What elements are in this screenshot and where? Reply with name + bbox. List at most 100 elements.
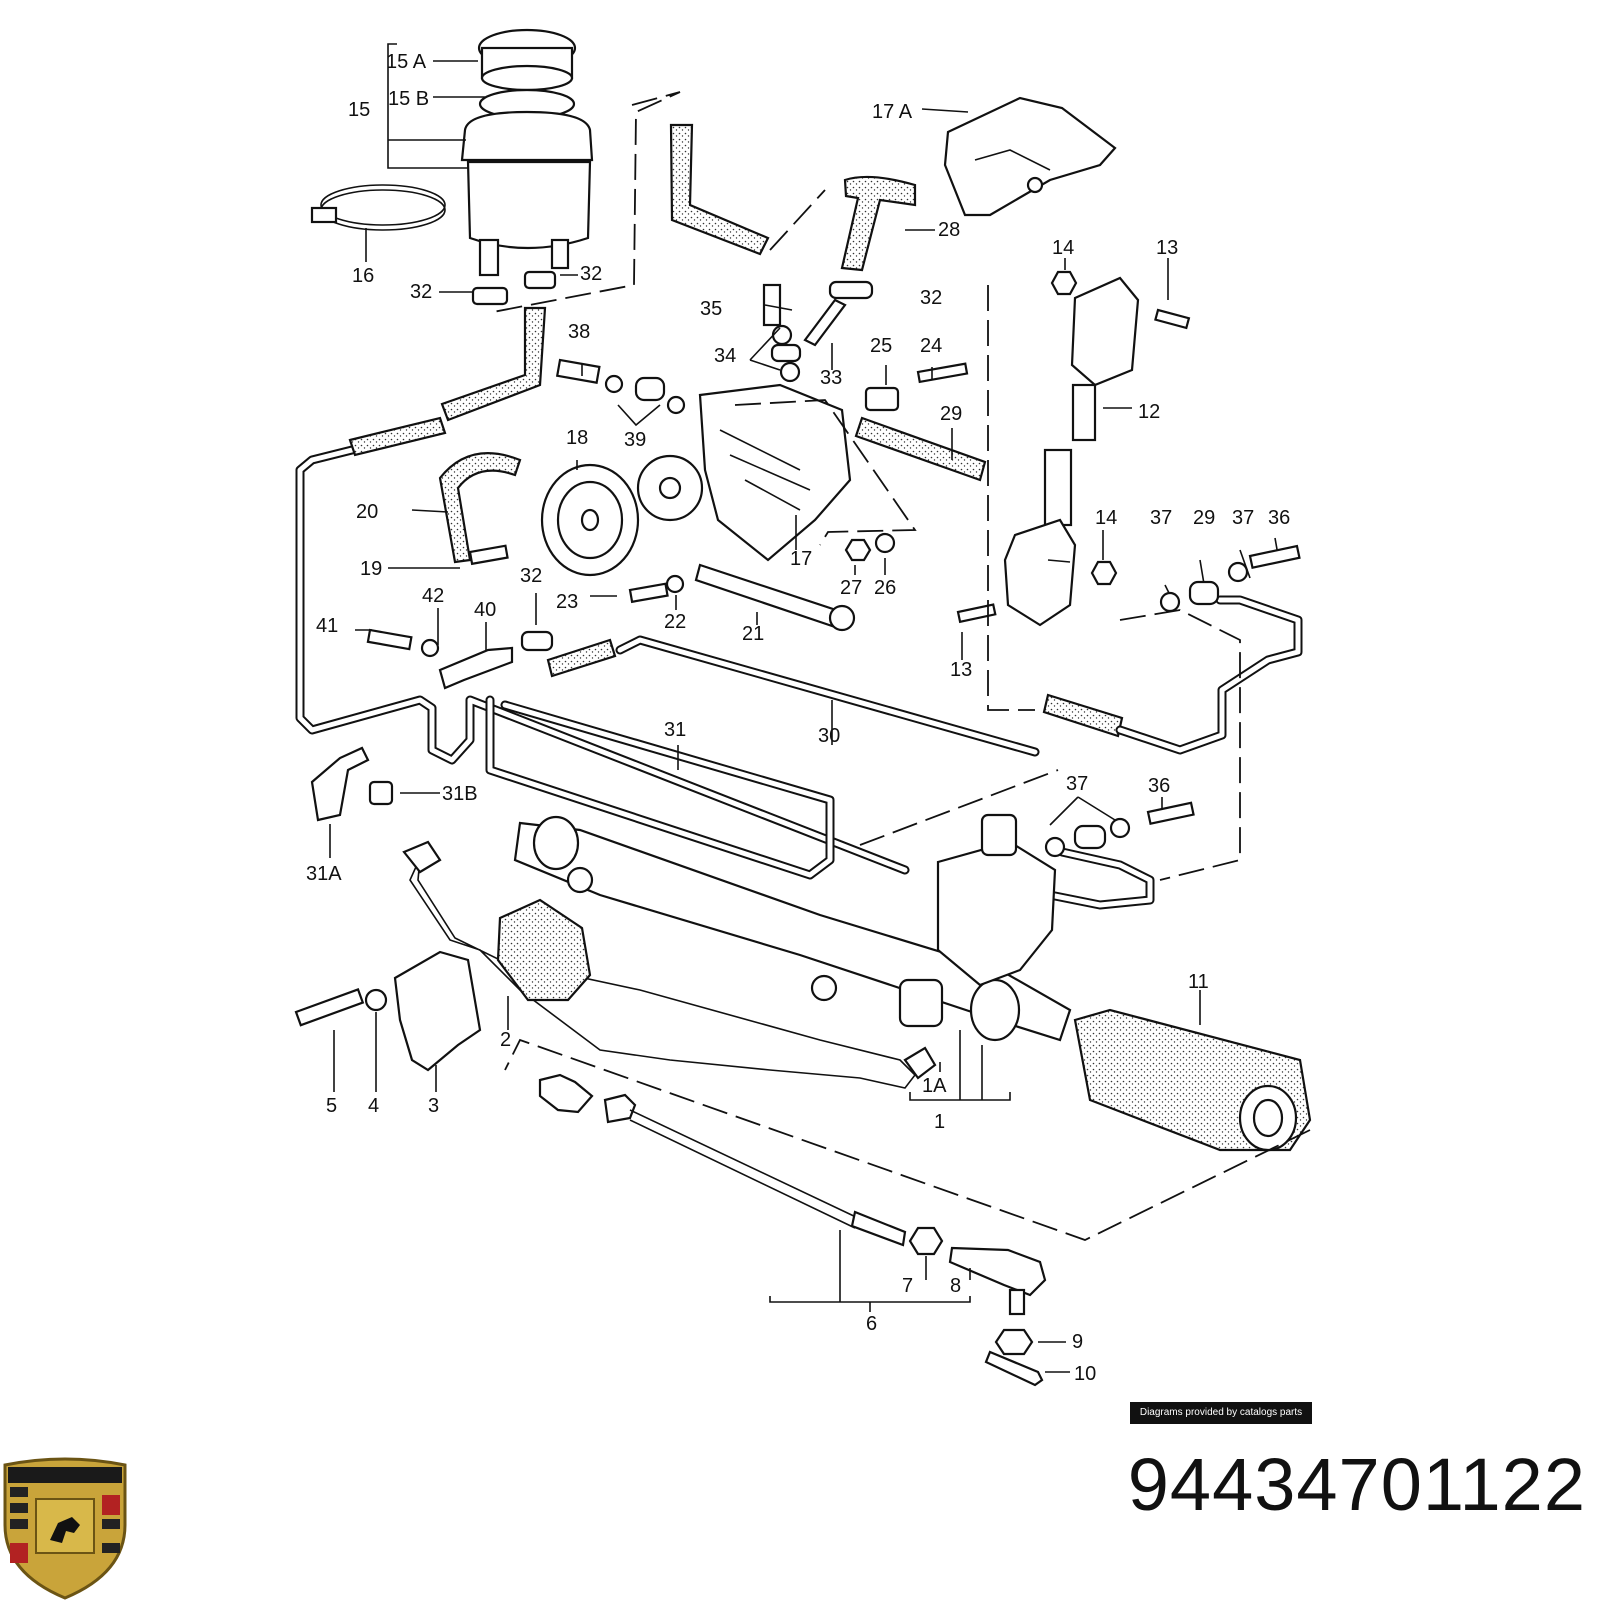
callout-3: 3 (428, 1095, 439, 1117)
callout-15: 15 (348, 99, 370, 121)
callout-32: 32 (410, 281, 432, 303)
hose (546, 638, 617, 678)
callout-36: 36 (1268, 507, 1290, 529)
callout-9: 9 (1072, 1331, 1083, 1353)
callout-42: 42 (422, 585, 444, 607)
washer (420, 638, 440, 658)
callout-35: 35 (700, 298, 722, 320)
washer (665, 574, 685, 594)
callout-10: 10 (1074, 1363, 1096, 1385)
callout-37: 37 (1232, 507, 1254, 529)
pump-bracket (943, 96, 1117, 217)
banjo-bolt (555, 358, 601, 384)
callout-36: 36 (1148, 775, 1170, 797)
steering-rack (513, 813, 1072, 1042)
callout-32: 32 (580, 263, 602, 285)
spacer-sleeve (864, 386, 900, 412)
pulley (540, 463, 640, 577)
callout-27: 27 (840, 577, 862, 599)
pressure-hose (840, 175, 917, 272)
hose (854, 416, 987, 482)
callout-39: 39 (624, 429, 646, 451)
callout-12: 12 (1138, 401, 1160, 423)
hose-clamp (310, 184, 446, 231)
washer (364, 988, 388, 1012)
callout-31: 31 (664, 719, 686, 741)
adjusting-rod (694, 563, 844, 630)
callout-32: 32 (920, 287, 942, 309)
pressure-line (803, 298, 847, 347)
bolt (468, 544, 509, 566)
bolt (1154, 308, 1191, 330)
callout-18: 18 (566, 427, 588, 449)
callout-31a: 31A (306, 863, 342, 885)
callout-14: 14 (1095, 507, 1117, 529)
diagram-credit: Diagrams provided by catalogs parts (1130, 1402, 1312, 1424)
rack-mount-bushing (496, 898, 592, 1002)
sealing-ring (1109, 817, 1131, 839)
callout-26: 26 (874, 577, 896, 599)
bolt (294, 988, 365, 1027)
clamp-bracket (393, 950, 482, 1072)
bellows-boot (1073, 1008, 1312, 1152)
callout-7: 7 (902, 1275, 913, 1297)
callout-1: 1 (934, 1111, 945, 1133)
callout-40: 40 (474, 599, 496, 621)
callout-17a: 17 A (872, 101, 913, 123)
callout-30: 30 (818, 725, 840, 747)
callout-11: 11 (1188, 971, 1209, 993)
steering-shaft (1003, 276, 1140, 627)
porsche-crest-logo (3, 1457, 127, 1600)
sealing-ring (1227, 561, 1249, 583)
callout-31b: 31B (442, 783, 478, 805)
bolt (916, 362, 969, 384)
union-bolt (762, 283, 782, 327)
return-hose (669, 123, 770, 256)
hose (1042, 693, 1124, 738)
banjo-fitting (1073, 824, 1107, 850)
callout-6: 6 (866, 1313, 877, 1335)
rod-eye (828, 604, 856, 632)
seal-ring (771, 324, 793, 346)
washer (874, 532, 896, 554)
callout-23: 23 (556, 591, 578, 613)
callout-22: 22 (664, 611, 686, 633)
callout-21: 21 (742, 623, 764, 645)
callout-37: 37 (1066, 773, 1088, 795)
bolt (956, 603, 997, 624)
drive-belt (438, 452, 522, 564)
seal-ring (779, 361, 801, 383)
callout-19: 19 (360, 558, 382, 580)
sealing-ring (666, 395, 686, 415)
bolt (366, 628, 413, 651)
part-number: 94434701122 (1127, 1443, 1586, 1526)
callout-29: 29 (940, 403, 962, 425)
callout-13: 13 (1156, 237, 1178, 259)
grommet (368, 780, 394, 806)
power-steering-pump (636, 383, 852, 562)
clamp (520, 630, 554, 652)
bolt (628, 582, 669, 604)
fitting (402, 840, 442, 874)
callout-34: 34 (714, 345, 736, 367)
tie-rod (538, 1073, 907, 1247)
callout-24: 24 (920, 335, 942, 357)
small-clamp (523, 270, 557, 290)
reservoir (460, 28, 594, 277)
line-bracket (438, 646, 514, 690)
banjo-fitting (634, 376, 666, 402)
lock-nut (908, 1226, 944, 1256)
hose (440, 306, 547, 422)
callout-29: 29 (1193, 507, 1215, 529)
bolt (1248, 544, 1301, 570)
hose (348, 416, 447, 457)
cotter-pin (984, 1350, 1044, 1387)
castle-nut (994, 1328, 1034, 1356)
banjo-fitting (1188, 580, 1220, 606)
nut (844, 538, 872, 562)
callout-17: 17 (790, 548, 812, 570)
callout-16: 16 (352, 265, 374, 287)
callout-41: 41 (316, 615, 338, 637)
callout-28: 28 (938, 219, 960, 241)
